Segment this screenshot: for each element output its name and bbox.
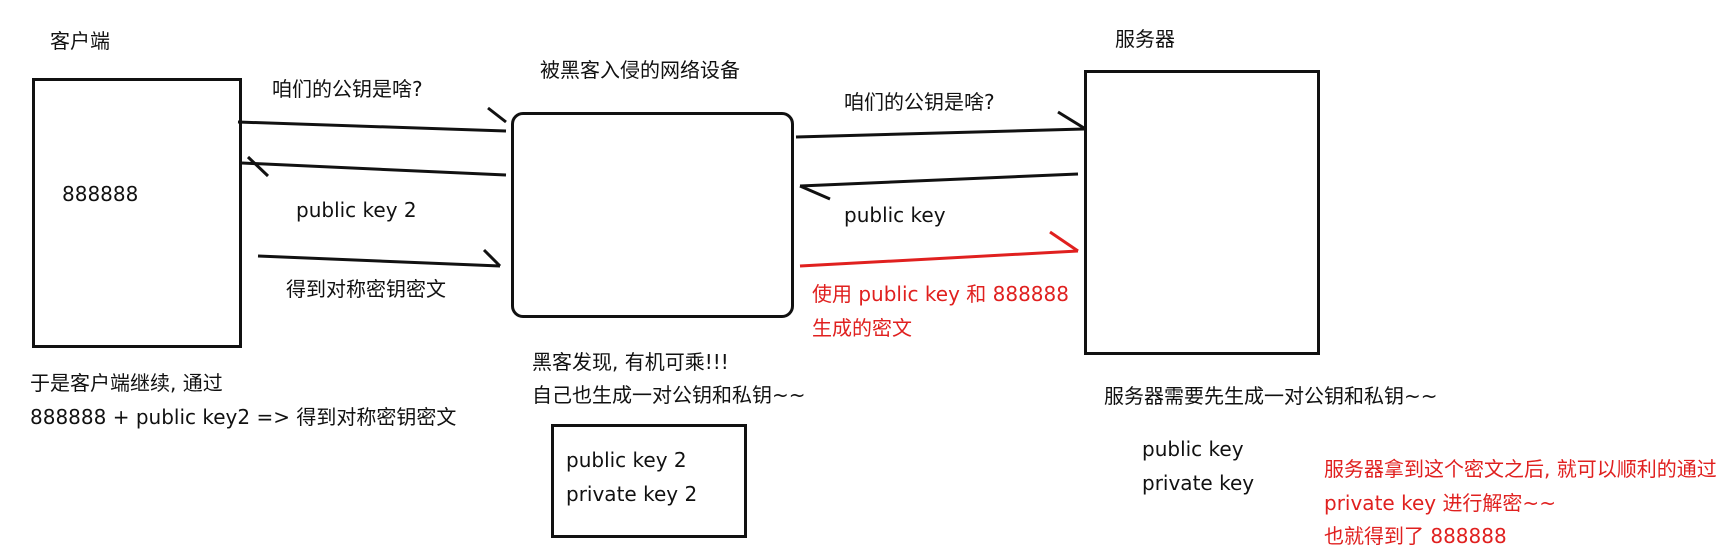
server-red-note-line-1: 服务器拿到这个密文之后, 就可以顺利的通过: [1324, 457, 1717, 481]
client-note-line-2: 888888 + public key2 => 得到对称密钥密文: [30, 405, 457, 429]
middle-note-line-1: 黑客发现, 有机可乘!!!: [532, 350, 729, 374]
arrow-middle-to-client-key: [241, 155, 507, 178]
label-red-cipher-line-1: 使用 public key 和 888888: [812, 282, 1069, 306]
arrow-client-to-middle-ask: [237, 106, 507, 133]
server-public-key: public key: [1142, 437, 1244, 461]
middle-title: 被黑客入侵的网络设备: [540, 58, 740, 82]
client-note-line-1: 于是客户端继续, 通过: [30, 371, 223, 395]
arrow-middle-to-server-cipher: [799, 230, 1079, 268]
arrow-client-to-middle-cipher: [257, 248, 502, 268]
arrow-server-to-middle-key: [799, 172, 1079, 201]
server-title: 服务器: [1115, 27, 1175, 51]
middle-keys-box: [551, 424, 747, 538]
server-red-note-line-2: private key 进行解密~~: [1324, 491, 1556, 515]
server-private-key: private key: [1142, 471, 1255, 495]
label-server-ask: 咱们的公钥是啥?: [844, 90, 995, 114]
middle-private-key: private key 2: [566, 482, 698, 506]
label-client-ask: 咱们的公钥是啥?: [272, 77, 423, 101]
middle-box: [511, 112, 794, 318]
server-box: [1084, 70, 1320, 355]
label-client-cipher: 得到对称密钥密文: [286, 277, 446, 301]
client-box: [32, 78, 242, 348]
server-note: 服务器需要先生成一对公钥和私钥~~: [1104, 384, 1438, 408]
client-value: 888888: [62, 182, 139, 206]
label-public-key-2: public key 2: [296, 198, 417, 222]
middle-public-key: public key 2: [566, 448, 687, 472]
arrow-middle-to-server-ask: [795, 110, 1085, 139]
client-title: 客户端: [50, 29, 110, 53]
label-public-key: public key: [844, 203, 946, 227]
middle-note-line-2: 自己也生成一对公钥和私钥~~: [532, 383, 806, 407]
label-red-cipher-line-2: 生成的密文: [812, 316, 912, 340]
server-red-note-line-3: 也就得到了 888888: [1324, 524, 1507, 548]
